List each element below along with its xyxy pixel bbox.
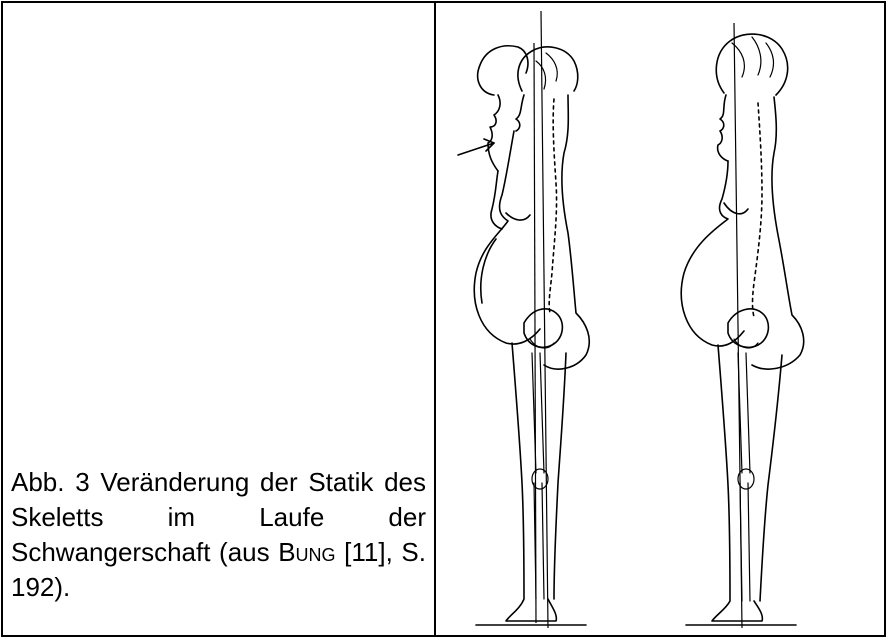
right-figure (681, 23, 803, 628)
pregnancy-posture-skeleton-figure (436, 3, 884, 635)
hip-joint (530, 339, 554, 348)
face-profile-front (516, 95, 524, 131)
caption-author: Bung (278, 537, 335, 567)
caption-cell: Abb. 3 Veränderung der Statik des Skelet… (3, 3, 436, 635)
breast-line (506, 213, 530, 220)
hair-lines-right (732, 37, 773, 77)
knee (532, 469, 548, 489)
figure-caption: Abb. 3 Veränderung der Statik des Skelet… (11, 465, 426, 605)
leg-front-right (712, 345, 762, 621)
plumb-line-left (541, 11, 548, 628)
face-profile-back (488, 95, 500, 171)
figure-cell (436, 3, 884, 635)
hair-lines-front (536, 53, 557, 89)
belly-inner-line (481, 239, 496, 303)
pelvis-right (728, 309, 768, 347)
face-profile-right (718, 95, 728, 161)
belly-outline (474, 131, 540, 344)
leg-back (554, 353, 566, 599)
leg-bones (532, 353, 544, 599)
left-figure (458, 11, 589, 628)
back-outline (544, 95, 589, 369)
pelvis (524, 309, 562, 347)
head-outline-right (716, 34, 787, 95)
spine (549, 99, 556, 313)
leg-back-right (760, 355, 782, 601)
leg-front (506, 343, 556, 621)
belly-outline-right (681, 161, 744, 346)
spine-right (753, 103, 763, 317)
